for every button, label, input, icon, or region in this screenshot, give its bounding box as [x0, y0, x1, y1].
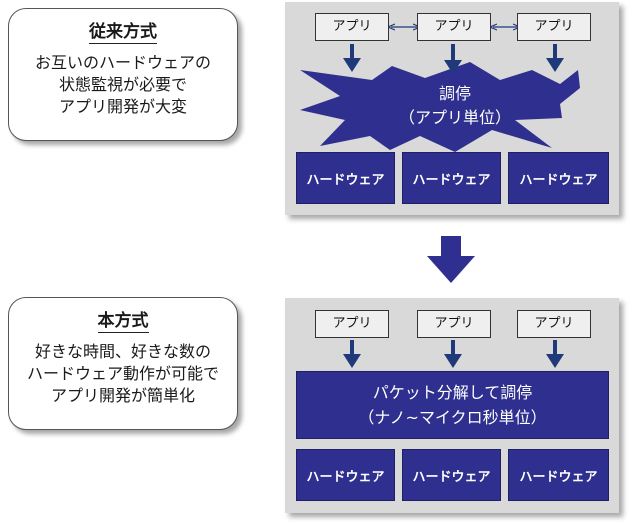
down-arrow-icon — [444, 44, 462, 74]
hardware-box: ハードウェア — [402, 152, 501, 204]
packet-coordination-block: パケット分解して調停 （ナノ~マイクロ秒単位） — [296, 371, 609, 439]
down-arrow-icon — [546, 340, 564, 368]
app-box: アプリ — [417, 310, 491, 338]
callout-line: ハードウェア動作が可能で — [26, 364, 219, 383]
callout-line: お互いのハードウェアの — [34, 53, 211, 72]
coordination-line: （アプリ単位） — [398, 108, 511, 127]
coordination-label: 調停 （アプリ単位） — [380, 82, 530, 130]
callout-line: アプリ開発が大変 — [58, 97, 187, 116]
callout-title: 従来方式 — [89, 22, 157, 44]
app-box: アプリ — [315, 310, 389, 338]
hardware-box: ハードウェア — [402, 449, 501, 501]
down-arrow-icon — [546, 44, 564, 72]
callout-line: アプリ開発が簡単化 — [50, 386, 195, 405]
callout-line: 好きな時間、好きな数の — [34, 342, 211, 361]
hardware-box: ハードウェア — [508, 152, 609, 204]
app-box: アプリ — [315, 13, 389, 41]
coordination-starburst — [300, 62, 580, 152]
down-arrow-icon — [343, 44, 361, 72]
coordination-line: （ナノ~マイクロ秒単位） — [358, 408, 547, 427]
hardware-box: ハードウェア — [508, 449, 609, 501]
proposed-method-callout: 本方式 好きな時間、好きな数の ハードウェア動作が可能で アプリ開発が簡単化 — [8, 297, 238, 430]
callout-title: 本方式 — [97, 311, 149, 333]
app-box: アプリ — [417, 13, 491, 41]
callout-line: 状態監視が必要で — [58, 75, 187, 94]
coordination-line: 調停 — [438, 84, 471, 103]
hardware-box: ハードウェア — [296, 152, 395, 204]
conventional-method-callout: 従来方式 お互いのハードウェアの 状態監視が必要で アプリ開発が大変 — [8, 8, 238, 141]
hardware-box: ハードウェア — [296, 449, 395, 501]
app-box: アプリ — [517, 310, 591, 338]
transition-down-arrow-icon — [427, 236, 475, 283]
down-arrow-icon — [444, 340, 462, 368]
down-arrow-icon — [343, 340, 361, 368]
coordination-line: パケット分解して調停 — [372, 383, 533, 402]
app-box: アプリ — [517, 13, 591, 41]
